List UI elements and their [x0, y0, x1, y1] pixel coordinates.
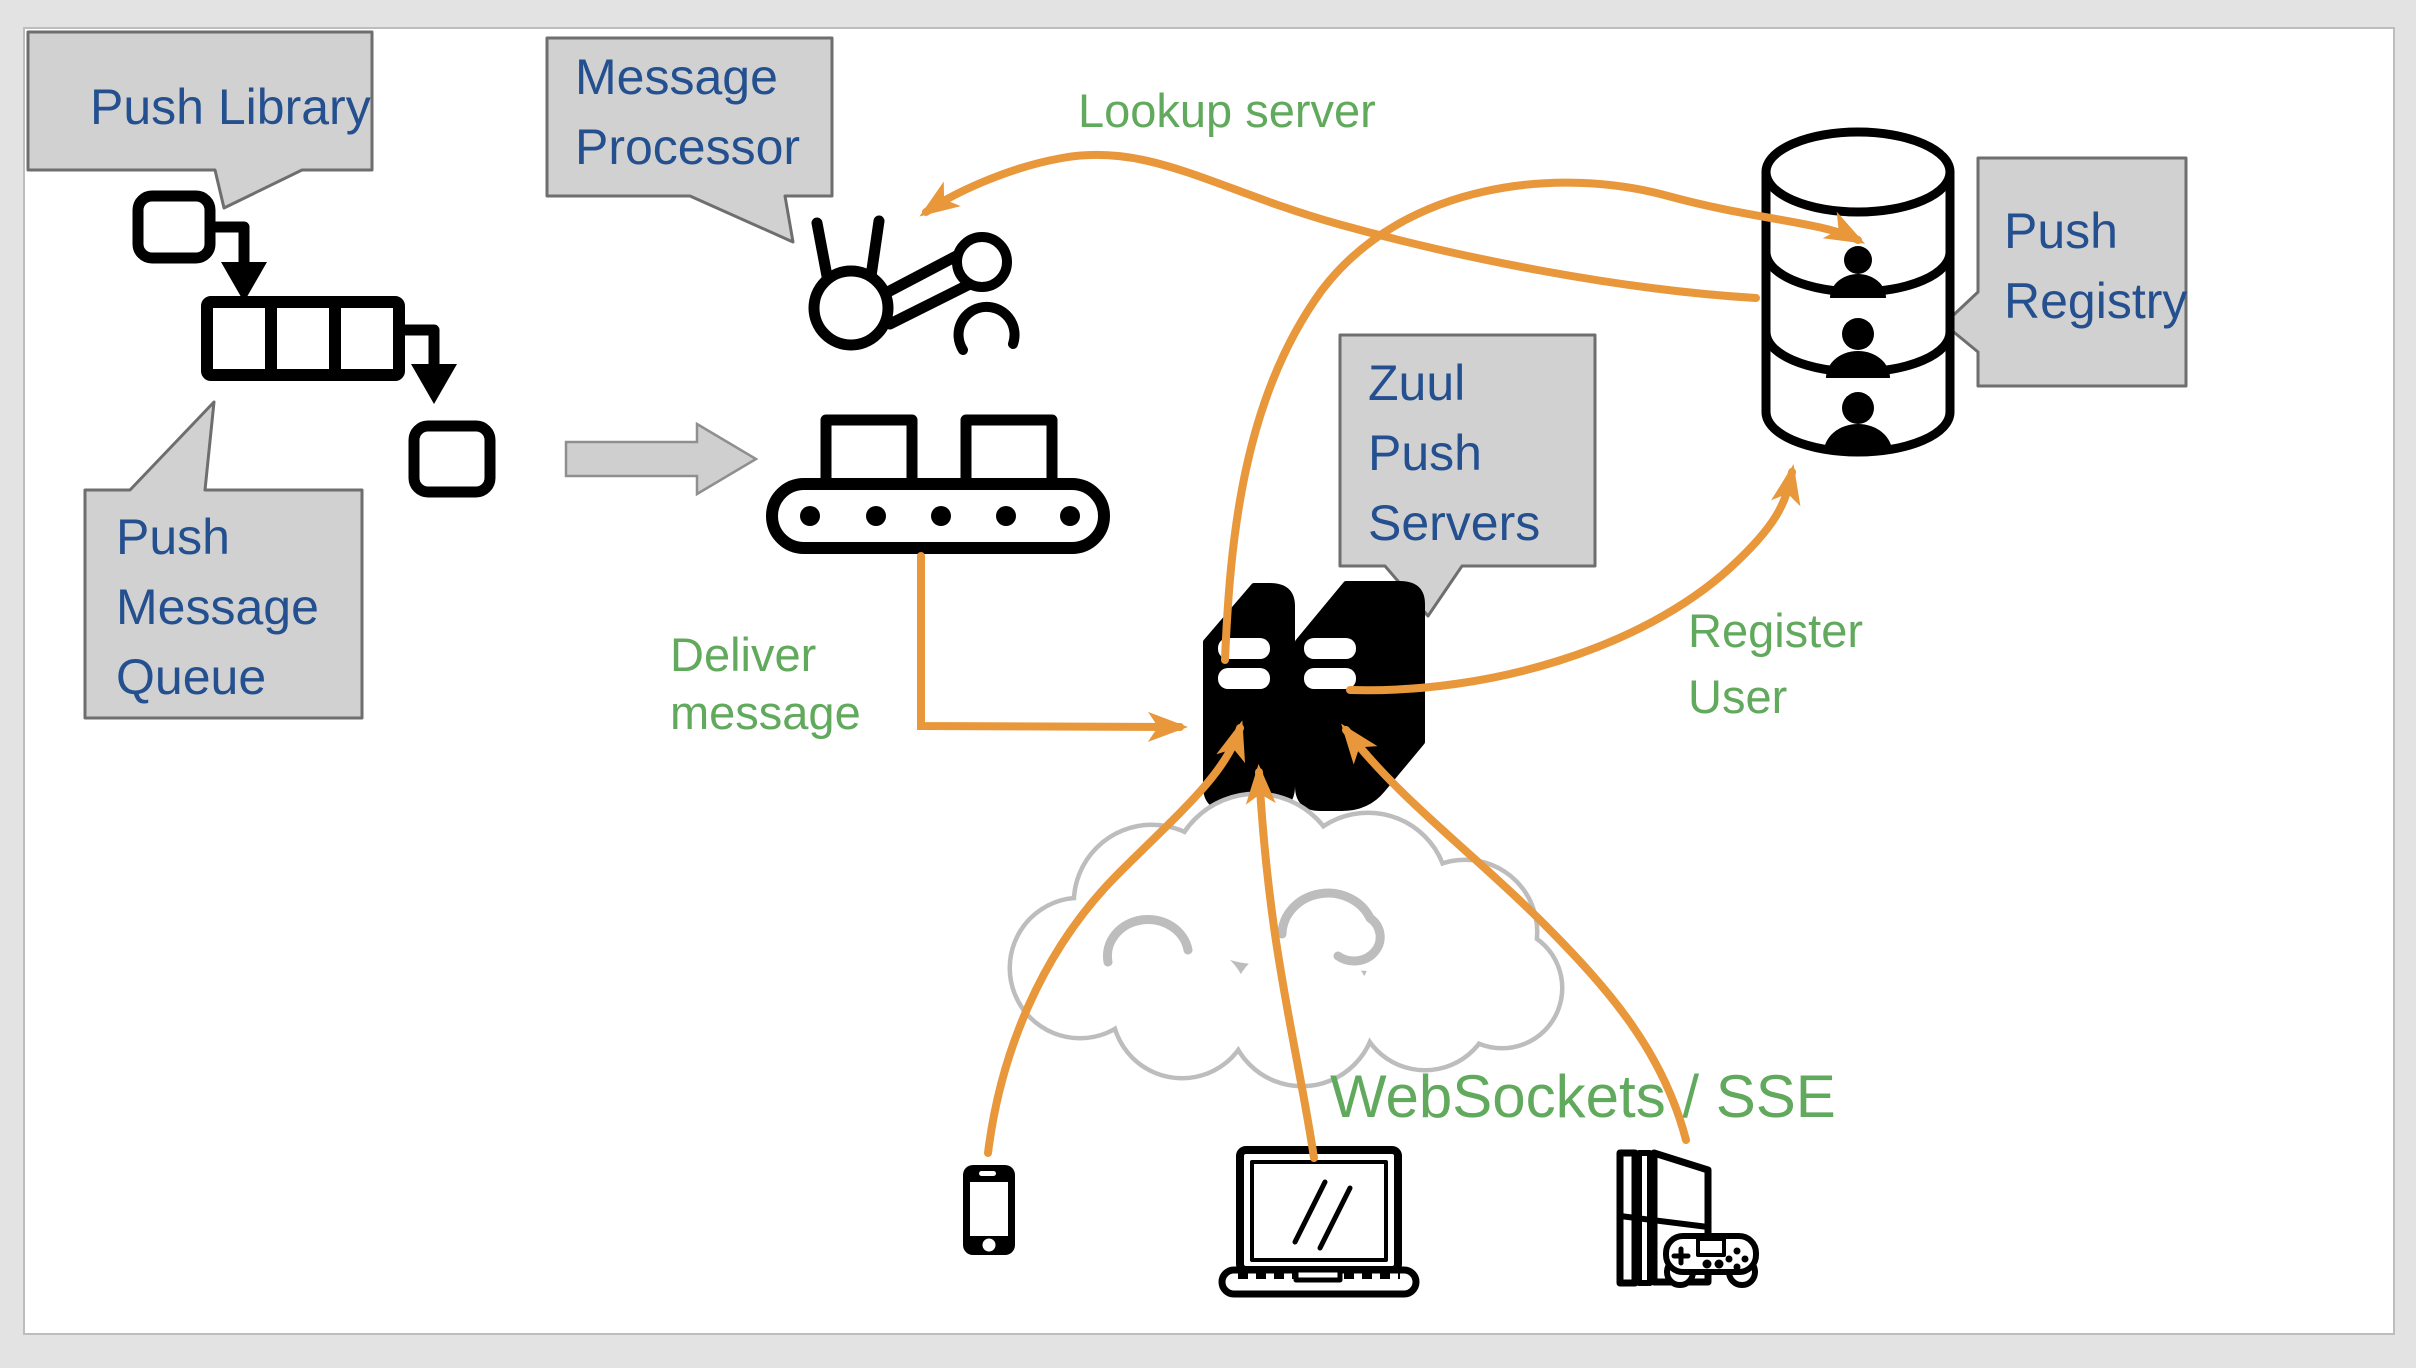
flow-arrow-2-shaft	[399, 324, 440, 368]
callout-line: Message	[116, 579, 319, 635]
gamepad-icon	[1663, 1233, 1759, 1288]
lookup-server-label: Lookup server	[1078, 84, 1376, 137]
flow-label-line: User	[1688, 670, 1788, 723]
queue-icon	[201, 296, 405, 381]
callout-line: Queue	[116, 649, 267, 705]
push-message-queue-callout-bubble	[83, 400, 364, 720]
zuul-push-servers-label: Zuul Push Servers	[1368, 348, 1540, 558]
message-processor-icon	[766, 215, 1110, 554]
laptop-icon	[1218, 1146, 1420, 1298]
callout-line: Zuul	[1368, 355, 1466, 411]
flow-arrow-1-shaft	[210, 221, 250, 266]
push-library-callout-bubble	[26, 30, 374, 210]
flow-label-line: message	[670, 686, 861, 739]
robot-base-joint	[808, 265, 894, 351]
callout-line: Push	[116, 509, 230, 565]
callout-line: Push	[2004, 203, 2118, 259]
laptop-screen-glare	[1317, 1185, 1353, 1251]
deliver-message-label: Deliver message	[670, 626, 861, 742]
websockets-sse-label: WebSockets / SSE	[1330, 1063, 1836, 1130]
message-processor-label: Message Processor	[575, 42, 800, 182]
flow-arrow-2-head	[411, 364, 457, 404]
callout-line: Push	[1368, 425, 1482, 481]
callout-line: Push Library	[90, 79, 371, 135]
push-message-queue-label: Push Message Queue	[116, 502, 319, 712]
gray-flow-arrow-icon	[564, 421, 759, 497]
callout-line: Servers	[1368, 495, 1541, 551]
message-processor-callout-bubble	[545, 36, 834, 244]
push-registry-callout-bubble	[1942, 156, 2188, 388]
push-library-flow-icon	[132, 190, 496, 498]
callout-line: Message	[575, 49, 778, 105]
flow-label-line: Register	[1688, 604, 1864, 657]
push-registry-label: Push Registry	[2004, 196, 2187, 336]
flow-label-line: Deliver	[670, 628, 817, 681]
robot-claw	[953, 301, 1020, 355]
smartphone-icon	[963, 1165, 1015, 1255]
game-console-icon	[1616, 1149, 1759, 1288]
flow-dequeued-node	[408, 420, 496, 498]
flow-arrow-1-head	[221, 262, 267, 302]
callout-line: Registry	[2004, 273, 2188, 329]
callout-line: Processor	[575, 119, 801, 175]
push-library-label: Push Library	[90, 72, 371, 142]
laptop-screen-glare	[1292, 1179, 1328, 1245]
register-user-label: Register User	[1688, 598, 1863, 730]
